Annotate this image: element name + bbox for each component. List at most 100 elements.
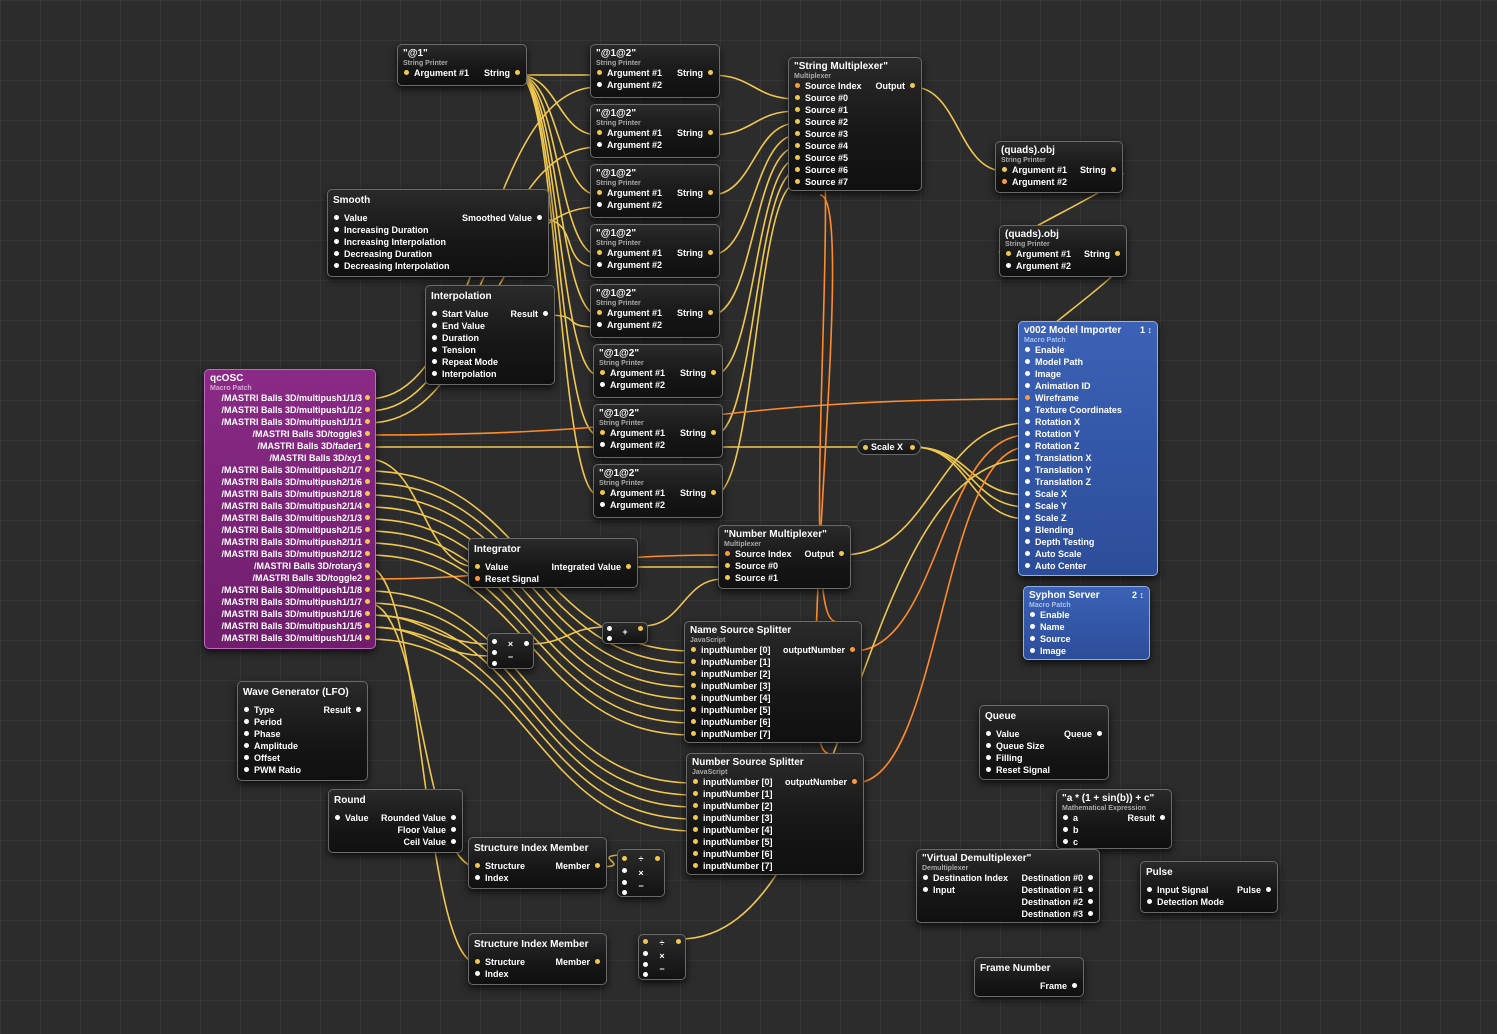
input-port[interactable] [986,743,991,748]
input-port[interactable] [597,310,602,315]
output-port[interactable] [711,430,716,435]
input-port[interactable] [1006,251,1011,256]
input-port[interactable] [795,167,800,172]
input-port[interactable] [693,803,698,808]
input-port[interactable] [597,322,602,327]
input-port[interactable] [923,887,928,892]
mathematical-expression-node[interactable]: "a * (1 + sin(b)) + c"Mathematical Expre… [1056,789,1172,849]
input-port[interactable] [600,490,605,495]
input-port[interactable] [597,262,602,267]
frame-number-node[interactable]: Frame Number Frame [974,957,1084,997]
input-port[interactable] [691,671,696,676]
input-port[interactable] [597,130,602,135]
input-port[interactable] [795,179,800,184]
output-port[interactable] [365,575,370,580]
input-port[interactable] [492,639,497,644]
output-port[interactable] [676,939,681,944]
input-port[interactable] [725,551,730,556]
input-port[interactable] [1006,263,1011,268]
input-port[interactable] [1025,527,1030,532]
output-port[interactable] [365,599,370,604]
scale-x-input-splitter[interactable]: Scale X [857,439,921,455]
input-port[interactable] [597,190,602,195]
input-port[interactable] [691,719,696,724]
output-port[interactable] [365,491,370,496]
output-port[interactable] [365,635,370,640]
input-port[interactable] [1025,491,1030,496]
input-port[interactable] [986,755,991,760]
input-port[interactable] [622,890,627,895]
input-port[interactable] [1025,443,1030,448]
input-port[interactable] [795,155,800,160]
input-port[interactable] [1030,648,1035,653]
output-port[interactable] [839,551,844,556]
output-port[interactable] [1088,875,1093,880]
patch-stepper[interactable]: 2 ↕ [1131,590,1144,600]
divide-multiply-subtract-math-node[interactable]: ÷ × − [617,849,665,897]
output-port[interactable] [543,311,548,316]
input-port[interactable] [244,767,249,772]
add-math-node[interactable]: + [602,622,648,644]
output-port[interactable] [1097,731,1102,736]
input-port[interactable] [1030,612,1035,617]
output-port[interactable] [708,130,713,135]
input-port[interactable] [693,839,698,844]
input-port[interactable] [795,119,800,124]
output-port[interactable] [365,551,370,556]
input-port[interactable] [1025,347,1030,352]
output-port[interactable] [365,563,370,568]
output-port[interactable] [708,250,713,255]
output-port[interactable] [626,564,631,569]
input-port[interactable] [725,575,730,580]
output-port[interactable] [1088,911,1093,916]
input-port[interactable] [923,875,928,880]
input-port[interactable] [693,851,698,856]
output-port[interactable] [451,827,456,832]
input-port[interactable] [600,370,605,375]
input-port[interactable] [1025,467,1030,472]
input-port[interactable] [597,142,602,147]
input-port[interactable] [643,951,648,956]
input-port[interactable] [643,972,648,977]
input-port[interactable] [475,863,480,868]
output-port[interactable] [365,611,370,616]
input-port[interactable] [1025,551,1030,556]
output-port[interactable] [711,370,716,375]
input-port[interactable] [475,564,480,569]
output-port[interactable] [365,527,370,532]
output-port[interactable] [365,623,370,628]
output-port[interactable] [451,839,456,844]
input-port[interactable] [1025,515,1030,520]
input-port[interactable] [691,707,696,712]
output-port[interactable] [1266,887,1271,892]
input-port[interactable] [691,659,696,664]
output-port[interactable] [595,959,600,964]
input-port[interactable] [1025,395,1030,400]
output-port[interactable] [708,310,713,315]
input-port[interactable] [597,250,602,255]
input-port[interactable] [1063,827,1068,832]
input-port[interactable] [1002,167,1007,172]
input-port[interactable] [597,202,602,207]
output-port[interactable] [1088,899,1093,904]
output-port[interactable] [365,587,370,592]
output-port[interactable] [365,515,370,520]
input-port[interactable] [432,347,437,352]
input-port[interactable] [1025,479,1030,484]
input-port[interactable] [1025,455,1030,460]
output-port[interactable] [1088,887,1093,892]
input-port[interactable] [1002,179,1007,184]
output-port[interactable] [711,490,716,495]
input-port[interactable] [691,683,696,688]
input-port[interactable] [693,863,698,868]
input-port[interactable] [622,880,627,885]
